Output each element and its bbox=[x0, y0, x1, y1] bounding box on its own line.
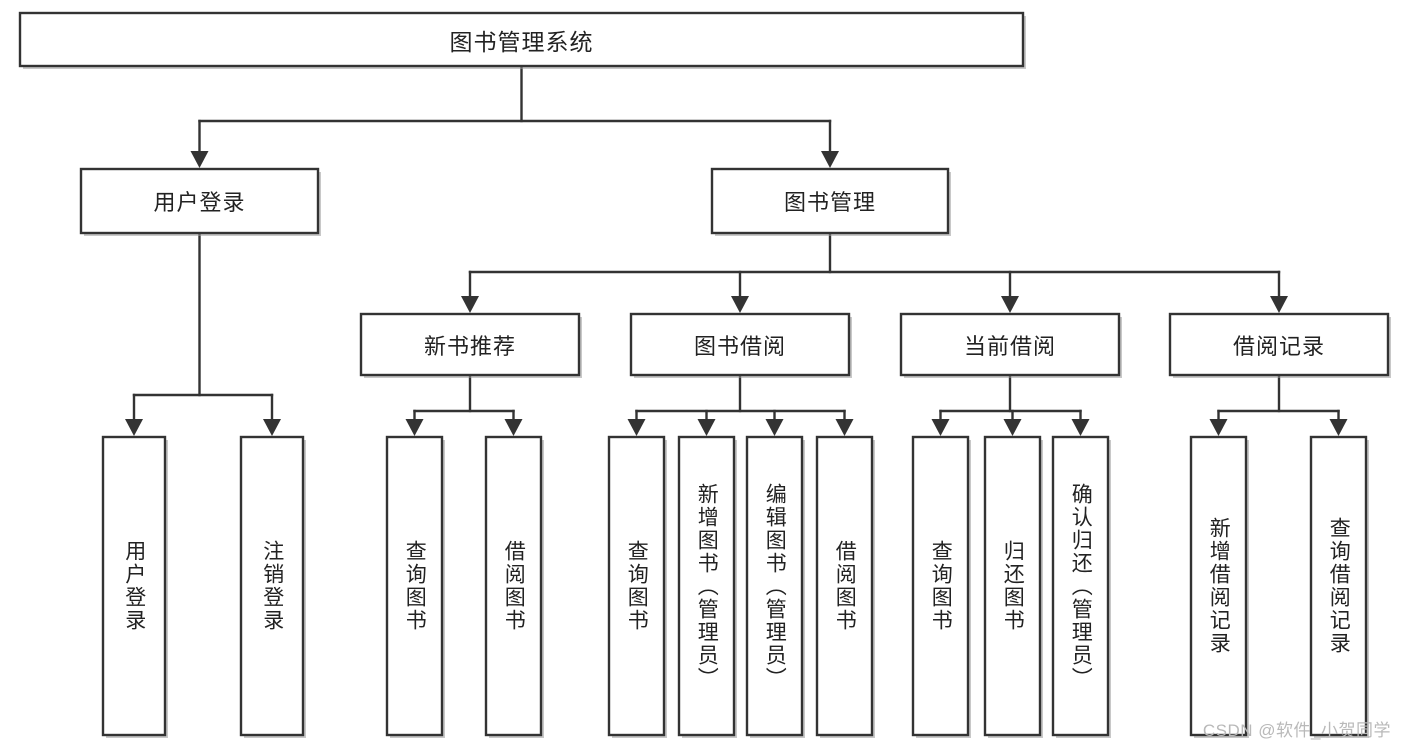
node-box-user-login[interactable] bbox=[79, 167, 320, 235]
arrow-head-icon bbox=[697, 419, 716, 436]
arrow-head-icon bbox=[821, 151, 839, 168]
node-box-borrow-record[interactable] bbox=[1168, 312, 1390, 377]
arrow-head-icon bbox=[125, 419, 143, 436]
arrow-head-icon bbox=[405, 419, 424, 436]
node-box-current-borrow[interactable] bbox=[899, 312, 1121, 377]
node-box-book-borrow[interactable] bbox=[629, 312, 851, 377]
arrow-head-icon bbox=[931, 419, 950, 436]
arrow-head-icon bbox=[461, 296, 479, 313]
node-box-leaf-edit-book-admin[interactable] bbox=[745, 435, 804, 737]
arrow-head-icon bbox=[1071, 419, 1090, 436]
node-box-leaf-user-login[interactable] bbox=[101, 435, 167, 737]
arrow-head-icon bbox=[627, 419, 646, 436]
arrow-head-icon bbox=[263, 419, 281, 436]
node-box-leaf-query-book-recommend[interactable] bbox=[385, 435, 444, 737]
node-box-new-book-recommend[interactable] bbox=[359, 312, 581, 377]
watermark-text: CSDN @软件_小贺同学 bbox=[1202, 721, 1391, 740]
arrow-head-icon bbox=[1003, 419, 1022, 436]
arrow-head-icon bbox=[835, 419, 854, 436]
node-boxes-layer bbox=[18, 11, 1391, 738]
arrow-head-icon bbox=[1209, 419, 1228, 436]
node-box-book-management[interactable] bbox=[710, 167, 950, 235]
node-box-leaf-borrow-book-recommend[interactable] bbox=[484, 435, 543, 737]
node-box-leaf-borrow-book[interactable] bbox=[815, 435, 874, 737]
arrow-head-icon bbox=[731, 296, 749, 313]
arrow-head-icon bbox=[765, 419, 784, 436]
node-box-root[interactable] bbox=[18, 11, 1025, 68]
arrow-head-icon bbox=[1329, 419, 1348, 436]
node-box-leaf-logout[interactable] bbox=[239, 435, 305, 737]
node-box-leaf-query-book-borrow[interactable] bbox=[607, 435, 666, 737]
arrow-head-icon bbox=[504, 419, 523, 436]
node-box-leaf-query-borrow-record[interactable] bbox=[1309, 435, 1368, 737]
node-box-leaf-return-book[interactable] bbox=[983, 435, 1042, 737]
arrow-head-icon bbox=[190, 151, 209, 168]
arrow-head-icon bbox=[1001, 296, 1019, 313]
node-box-leaf-add-book-admin[interactable] bbox=[677, 435, 736, 737]
node-box-leaf-add-borrow-record[interactable] bbox=[1189, 435, 1248, 737]
connector-edges-layer bbox=[125, 64, 1348, 436]
node-box-leaf-query-book-current[interactable] bbox=[911, 435, 970, 737]
node-box-leaf-confirm-return-admin[interactable] bbox=[1051, 435, 1110, 737]
arrow-head-icon bbox=[1270, 296, 1288, 313]
